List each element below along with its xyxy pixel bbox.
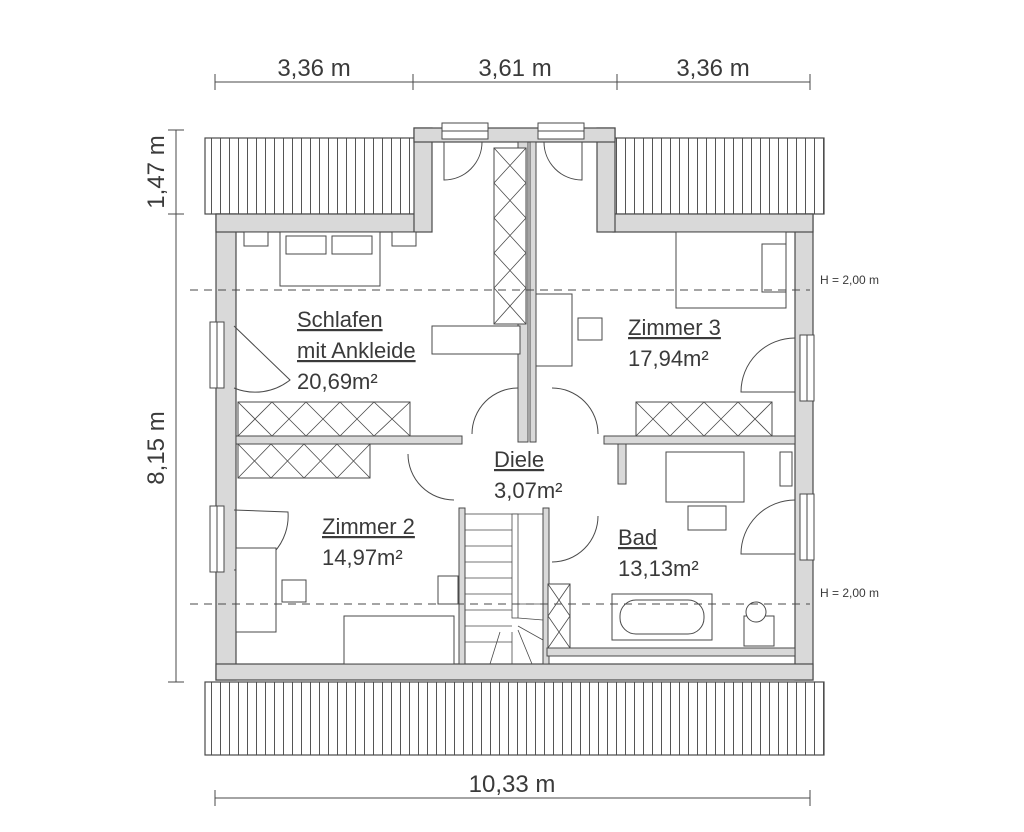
dim-bottom: 10,33 m [469, 771, 556, 798]
closets [237, 147, 773, 649]
room-label-schlafen-name: Schlafen [297, 307, 383, 332]
room-label-zimmer3-name: Zimmer 3 [628, 315, 721, 340]
dim-left-main: 8,15 m [143, 411, 170, 484]
room-label-schlafen-name2: mit Ankleide [297, 338, 416, 363]
side-windows [209, 321, 815, 573]
room-label-bad-area: 13,13m² [618, 556, 699, 581]
dormer-windows [441, 122, 585, 140]
roof-overhangs [204, 137, 825, 756]
room-label-schlafen-area: 20,69m² [297, 369, 378, 394]
room-label-diele-name: Diele [494, 447, 544, 472]
height-note-lower: H = 2,00 m [820, 586, 879, 600]
dim-top-left: 3,36 m [277, 55, 350, 82]
room-label-bad-name: Bad [618, 525, 657, 550]
room-label-zimmer2-area: 14,97m² [322, 545, 403, 570]
room-label-zimmer3-area: 17,94m² [628, 346, 709, 371]
dim-top-right: 3,36 m [676, 55, 749, 82]
furniture [235, 231, 793, 665]
room-label-diele-area: 3,07m² [494, 478, 562, 503]
height-lines [190, 232, 810, 605]
dim-left-top: 1,47 m [143, 135, 170, 208]
dimension-lines [168, 74, 811, 806]
closet-cross-marks [237, 147, 773, 649]
height-note-upper: H = 2,00 m [820, 273, 879, 287]
staircase [464, 513, 544, 665]
room-label-zimmer2-name: Zimmer 2 [322, 514, 415, 539]
dim-top-middle: 3,61 m [478, 55, 551, 82]
